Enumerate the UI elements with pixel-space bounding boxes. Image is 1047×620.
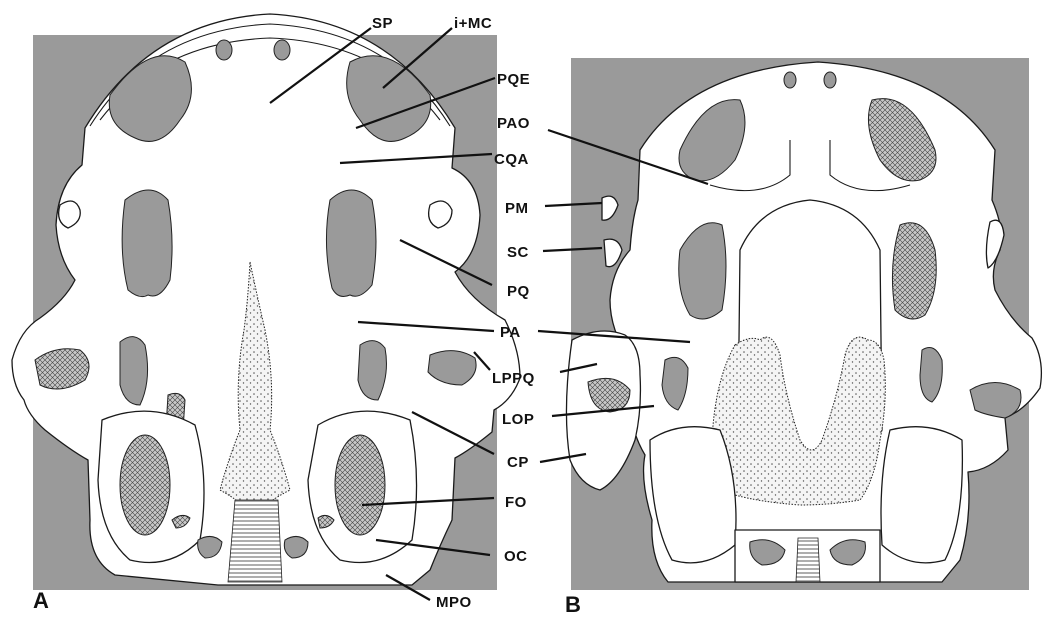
foramen-magnum-a	[228, 500, 282, 582]
nostril-right-b	[824, 72, 836, 88]
panel-label-a: A	[33, 588, 49, 613]
label-lppq: LPPQ	[492, 370, 535, 387]
panel-b	[538, 58, 1041, 590]
opening-mid-left-a	[122, 190, 172, 297]
label-pm: PM	[505, 200, 529, 217]
label-oc: OC	[504, 548, 528, 565]
opening-small-left-a	[120, 337, 148, 405]
opening-mid-right-b	[892, 223, 936, 319]
fenestra-ovalis-left-a	[120, 435, 170, 535]
label-mpo: MPO	[436, 594, 472, 611]
nostril-left-b	[784, 72, 796, 88]
foramen-magnum-b	[796, 538, 820, 582]
label-sp: SP	[372, 15, 393, 32]
otic-right-b	[881, 427, 962, 563]
opening-mid-right-a	[326, 190, 376, 296]
opening-small-right-a	[358, 341, 386, 400]
label-lop: LOP	[502, 411, 534, 428]
nostril-left-a	[216, 40, 232, 60]
nostril-right-a	[274, 40, 290, 60]
label-pqe: PQE	[497, 71, 530, 88]
label-fo: FO	[505, 494, 527, 511]
label-sc: SC	[507, 244, 529, 261]
label-cqa: CQA	[494, 151, 529, 168]
label-pao: PAO	[497, 115, 530, 132]
label-i-mc: i+MC	[454, 15, 492, 32]
label-cp: CP	[507, 454, 529, 471]
panel-a	[12, 14, 520, 600]
label-pq: PQ	[507, 283, 530, 300]
panel-label-b: B	[565, 592, 581, 617]
fenestra-ovalis-right-a	[335, 435, 385, 535]
label-pa: PA	[500, 324, 521, 341]
